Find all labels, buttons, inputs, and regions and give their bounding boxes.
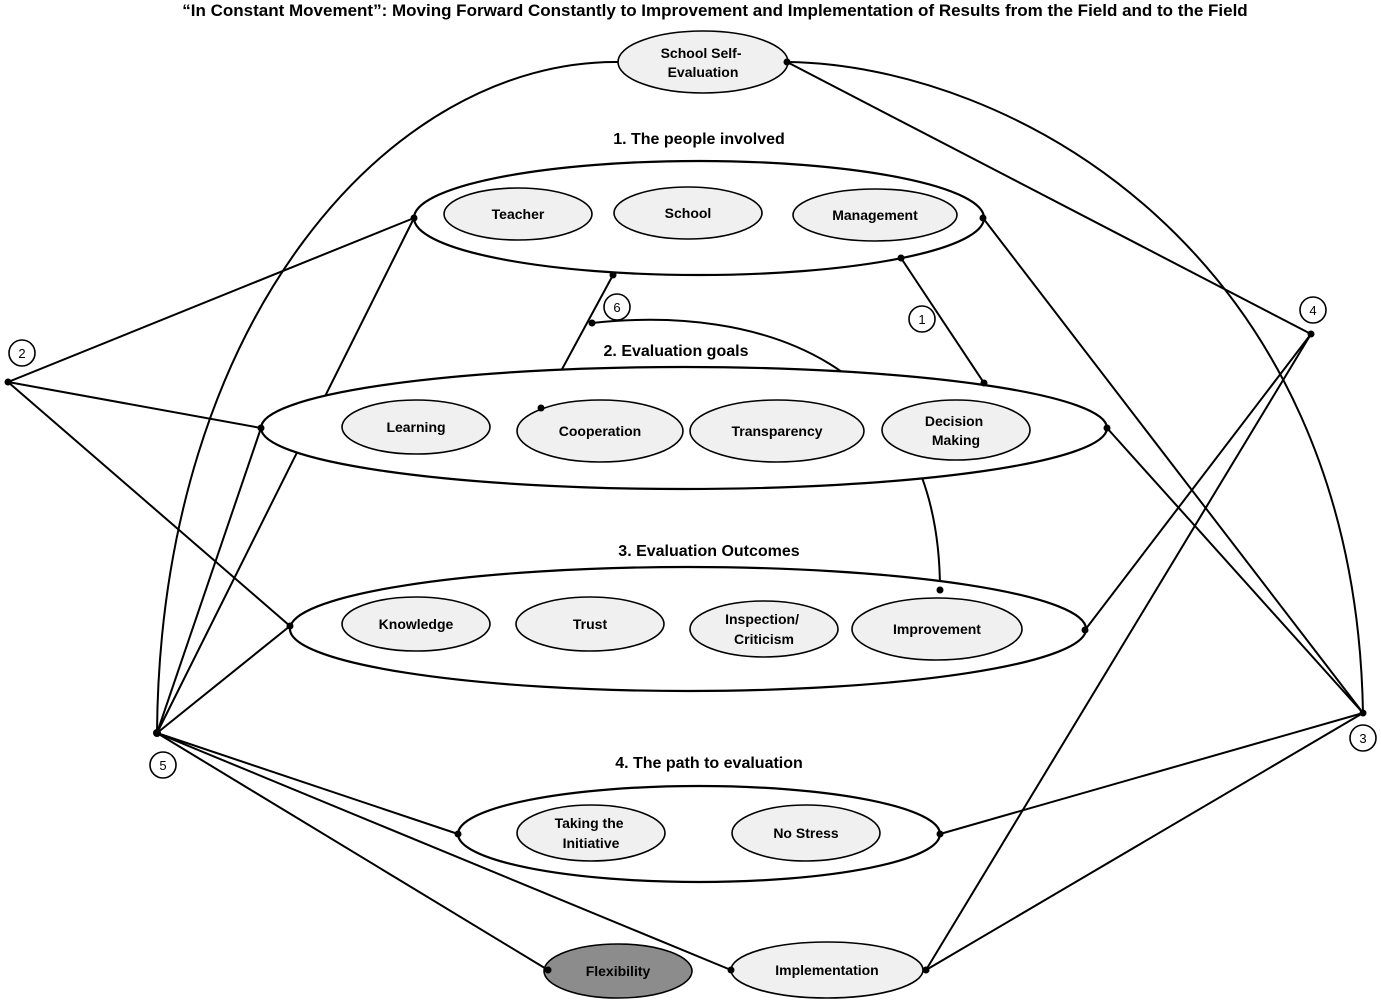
node-learning: Learning <box>341 399 491 455</box>
junction-dot <box>1359 709 1367 717</box>
link-6-curve-improvement <box>591 318 941 591</box>
svg-text:Teacher: Teacher <box>492 206 545 222</box>
junction-dot <box>922 966 930 974</box>
badge-2: 2 <box>8 339 36 367</box>
p3-to-implementation-link <box>925 712 1364 971</box>
junction-dot <box>286 622 294 630</box>
p5-to-implementation-link <box>156 732 732 971</box>
node-teacher: Teacher <box>443 187 593 241</box>
connections <box>7 60 1364 971</box>
junction-dot <box>454 830 462 838</box>
junction-dot <box>537 404 545 412</box>
p4-to-outcomes-link <box>1084 333 1312 631</box>
svg-text:2: 2 <box>18 346 25 361</box>
p2-to-goals-link <box>7 381 262 429</box>
svg-text:Management: Management <box>832 207 918 223</box>
badge-5: 5 <box>149 751 177 779</box>
svg-text:1: 1 <box>918 312 925 327</box>
svg-text:Trust: Trust <box>573 616 608 632</box>
node-label: Inspection/ Criticism <box>725 611 803 647</box>
section-goals-label: 2. Evaluation goals <box>604 343 749 360</box>
svg-text:Learning: Learning <box>386 419 445 435</box>
p4-to-implementation-link <box>925 333 1312 971</box>
badge-6: 6 <box>603 293 631 321</box>
badge-1: 1 <box>908 305 936 333</box>
p3-to-path-link <box>939 712 1364 835</box>
junction-dot <box>257 424 265 432</box>
svg-text:Implementation: Implementation <box>775 962 878 978</box>
junction-dots <box>4 58 1367 974</box>
diagram-title: “In Constant Movement”: Moving Forward C… <box>182 1 1247 20</box>
link-1-people-decision <box>900 257 985 384</box>
node-improvement: Improvement <box>851 597 1023 661</box>
junction-dot <box>609 271 617 279</box>
p5-to-path-link <box>156 732 459 835</box>
node-school: School <box>613 186 763 240</box>
p2-to-outcomes-link <box>7 381 291 627</box>
junction-dot <box>936 830 944 838</box>
p5-to-goals-link <box>156 427 262 734</box>
node-taking-the-initiative: Taking the Initiative <box>516 804 666 862</box>
node-trust: Trust <box>515 596 665 652</box>
junction-dot <box>897 254 905 262</box>
node-decision-making: Decision Making <box>881 399 1031 461</box>
p5-to-outcomes-link <box>156 625 291 734</box>
dome-left-link <box>156 60 619 734</box>
svg-text:6: 6 <box>613 300 620 315</box>
svg-text:3: 3 <box>1359 731 1366 746</box>
node-label: Decision Making <box>925 413 987 448</box>
svg-text:Cooperation: Cooperation <box>559 423 641 439</box>
section-outcomes-label: 3. Evaluation Outcomes <box>618 543 799 560</box>
p5-to-flexibility-link <box>156 732 549 971</box>
sse-to-4-link <box>786 61 1312 335</box>
svg-text:Knowledge: Knowledge <box>379 616 454 632</box>
junction-dot <box>936 586 944 594</box>
node-school-self-evaluation: School Self- Evaluation <box>617 30 789 94</box>
junction-dot <box>783 58 791 66</box>
junction-dot <box>979 214 987 222</box>
p2-to-people-link <box>7 217 415 383</box>
dome-right-link <box>787 61 1364 714</box>
p3-to-people-link <box>982 217 1364 714</box>
junction-dot <box>727 966 735 974</box>
node-cooperation: Cooperation <box>516 399 684 463</box>
junction-dot <box>1103 424 1111 432</box>
svg-text:No Stress: No Stress <box>773 825 839 841</box>
node-implementation: Implementation <box>730 941 924 999</box>
svg-text:Flexibility: Flexibility <box>586 963 651 979</box>
svg-text:School: School <box>665 205 712 221</box>
junction-dot <box>980 379 988 387</box>
svg-text:Transparency: Transparency <box>731 423 822 439</box>
p5-to-people-link <box>156 217 415 734</box>
node-transparency: Transparency <box>689 399 865 463</box>
section-people-label: 1. The people involved <box>613 131 785 148</box>
junction-dot <box>1307 330 1315 338</box>
node-management: Management <box>792 188 958 242</box>
badge-4: 4 <box>1299 296 1327 324</box>
svg-text:4: 4 <box>1309 303 1316 318</box>
junction-dot <box>410 214 418 222</box>
node-knowledge: Knowledge <box>341 596 491 652</box>
svg-text:5: 5 <box>159 758 166 773</box>
badge-3: 3 <box>1349 724 1377 752</box>
node-inspection-criticism: Inspection/ Criticism <box>689 600 839 658</box>
p3-to-goals-link <box>1106 427 1364 714</box>
junction-dot <box>153 729 161 737</box>
node-label: School Self- Evaluation <box>661 45 746 80</box>
junction-dot <box>544 966 552 974</box>
node-flexibility: Flexibility <box>543 943 693 999</box>
junction-dot <box>4 378 12 386</box>
section-path-label: 4. The path to evaluation <box>615 755 803 772</box>
junction-dot <box>1081 626 1089 634</box>
node-label: Taking the Initiative <box>555 815 628 851</box>
svg-text:Improvement: Improvement <box>893 621 981 637</box>
junction-dot <box>588 319 596 327</box>
node-no-stress: No Stress <box>731 804 881 862</box>
